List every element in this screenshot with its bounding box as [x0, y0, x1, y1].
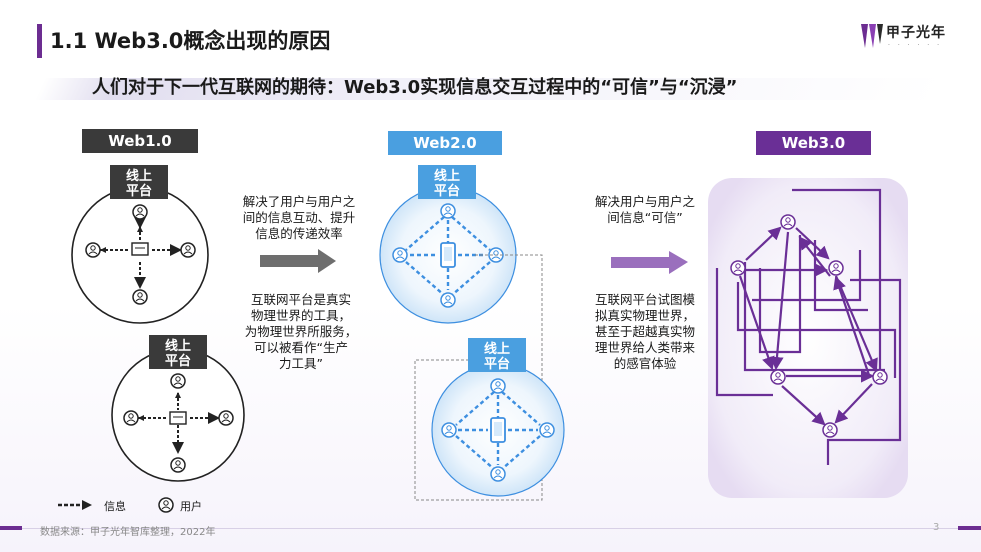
- desc-line: 力工具”: [279, 356, 323, 371]
- logo-sub-dots: · · · · · ·: [888, 42, 942, 49]
- web2-platform-label-line2: 平台: [434, 183, 460, 199]
- user-icon: [170, 457, 186, 473]
- web1-platform-label-box: [110, 165, 168, 199]
- desc-line: 甚至于超越真实物: [594, 324, 695, 339]
- footer-left-accent: [0, 526, 22, 530]
- user-icon: [539, 422, 555, 438]
- desc-line: 间的信息互动、提升: [242, 210, 356, 225]
- user-icon: [218, 410, 234, 426]
- user-icon: [440, 292, 456, 308]
- desc-line: 信息的传递效率: [255, 226, 343, 241]
- web3-network: [708, 178, 908, 498]
- user-icon: [123, 410, 139, 426]
- web3-tag: Web3.0: [756, 131, 871, 155]
- user-icon: [872, 369, 888, 385]
- user-icon: [730, 260, 746, 276]
- user-icon: [490, 378, 506, 394]
- footer-right-accent: [958, 526, 981, 530]
- footer-source: 数据来源：甲子光年智库整理，2022年: [40, 527, 216, 538]
- web2-network-top: [379, 165, 517, 324]
- desc-line: 的感官体验: [613, 356, 677, 371]
- web1-platform-label-line2: 平台: [165, 353, 191, 369]
- web2-platform-label-line1: 线上: [434, 168, 460, 184]
- arrow-web2-to-web3: [611, 251, 688, 274]
- desc-line: 互联网平台是真实: [250, 292, 351, 307]
- info-arrow-icon: [82, 500, 92, 510]
- user-icon: [170, 373, 186, 389]
- desc-line: 解决了用户与用户之: [242, 194, 356, 209]
- page-subtitle: 人们对于下一代互联网的期待：Web3.0实现信息交互过程中的“可信”与“沉浸”: [92, 77, 738, 98]
- user-icon: [490, 466, 506, 482]
- web3-desc-bottom: 互联网平台试图模 拟真实物理世界， 甚至于超越真实物 理世界给人类带来 的感官体…: [575, 292, 715, 372]
- web1-platform-device-icon: [169, 411, 187, 425]
- web2-connector-lines: [414, 254, 543, 501]
- user-icon: [158, 497, 174, 513]
- legend: [58, 497, 174, 513]
- title-accent-bar: [37, 24, 42, 58]
- web3-desc-top: 解决用户与用户之 间信息“可信”: [575, 194, 715, 226]
- page-number: 3: [933, 522, 940, 533]
- web1-desc-top: 解决了用户与用户之 间的信息互动、提升 信息的传递效率: [224, 194, 374, 242]
- user-icon: [132, 204, 148, 220]
- user-icon: [85, 242, 101, 258]
- web1-platform-label-line1: 线上: [165, 338, 191, 354]
- web1-network-bottom: [111, 335, 245, 482]
- web2-tag: Web2.0: [388, 131, 502, 155]
- user-icon: [132, 289, 148, 305]
- footer-divider: [22, 528, 958, 529]
- desc-line: 解决用户与用户之: [594, 194, 695, 209]
- desc-line: 互联网平台试图模: [594, 292, 695, 307]
- user-icon: [780, 214, 796, 230]
- web1-platform-label-line1: 线上: [126, 168, 152, 184]
- arrow-web1-to-web2: [260, 249, 336, 273]
- legend-user-label: 用户: [180, 500, 202, 513]
- web1-tag: Web1.0: [82, 129, 198, 153]
- desc-line: 为物理世界所服务，: [244, 324, 358, 339]
- desc-line: 理世界给人类带来: [594, 340, 695, 355]
- desc-line: 可以被看作“生产: [254, 340, 348, 355]
- web2-platform-label-line1: 线上: [484, 341, 510, 357]
- web2-platform-label-box: [418, 165, 476, 199]
- user-icon: [180, 242, 196, 258]
- user-icon: [392, 247, 408, 263]
- web2-network-bottom: [431, 338, 565, 497]
- web2-platform-label-line2: 平台: [484, 356, 510, 372]
- user-icon: [822, 422, 838, 438]
- web1-desc-bottom: 互联网平台是真实 物理世界的工具， 为物理世界所服务， 可以被看作“生产 力工具…: [226, 292, 376, 372]
- desc-line: 物理世界的工具，: [250, 308, 351, 323]
- desc-line: 间信息“可信”: [607, 210, 683, 225]
- user-icon: [440, 203, 456, 219]
- user-icon: [828, 260, 844, 276]
- page-title: 1.1 Web3.0概念出现的原因: [50, 29, 331, 53]
- web1-platform-device-icon: [131, 242, 149, 256]
- user-icon: [441, 422, 457, 438]
- user-icon: [770, 369, 786, 385]
- legend-info-label: 信息: [104, 500, 126, 513]
- web2-platform-label-box: [468, 338, 526, 372]
- web1-platform-label-box: [149, 335, 207, 369]
- web1-platform-label-line2: 平台: [126, 183, 152, 199]
- logo-text: 甲子光年: [886, 25, 946, 41]
- jiazi-logo-icon: [861, 24, 883, 48]
- desc-line: 拟真实物理世界，: [594, 308, 695, 323]
- web1-network-top: [71, 165, 209, 324]
